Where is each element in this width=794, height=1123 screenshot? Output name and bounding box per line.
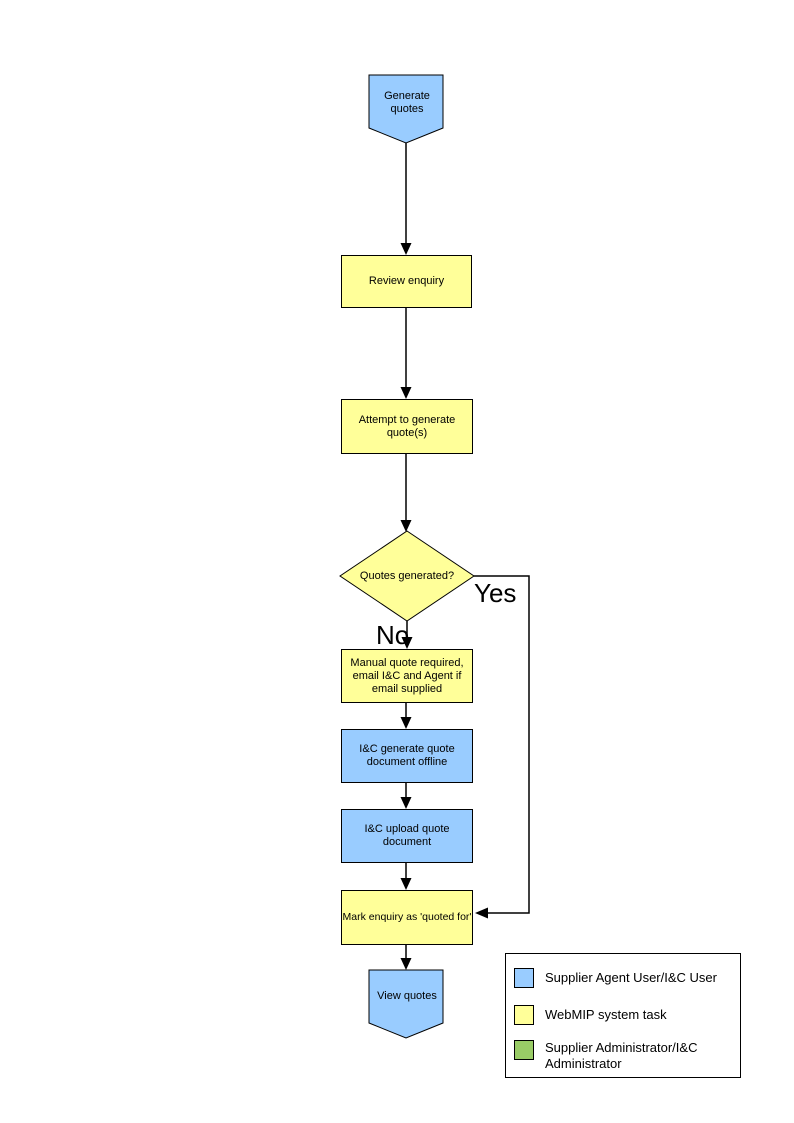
process-mark-quoted: Mark enquiry as 'quoted for'	[341, 890, 473, 945]
legend-label-supplier-agent: Supplier Agent User/I&C User	[545, 970, 717, 985]
arrowhead-icupload	[400, 797, 412, 809]
arrowhead-manual	[401, 637, 413, 649]
arrowhead-review	[400, 243, 412, 255]
decision-node-shape	[339, 530, 475, 622]
legend-row-webmip-task: WebMIP system task	[514, 1005, 732, 1025]
end-node-shape	[368, 969, 444, 1039]
process-attempt-generate: Attempt to generate quote(s)	[341, 399, 473, 454]
start-node-label: Generate quotes	[384, 90, 430, 115]
legend-row-supplier-admin: Supplier Administrator/I&C Administrator	[514, 1040, 732, 1072]
process-review-enquiry-label: Review enquiry	[368, 275, 445, 287]
legend-label-supplier-admin: Supplier Administrator/I&C Administrator	[545, 1040, 698, 1071]
process-ic-generate: I&C generate quote document offline	[341, 729, 473, 783]
arrowheads	[400, 243, 488, 970]
branch-label-no: No	[376, 620, 410, 650]
process-ic-upload: I&C upload quote document	[341, 809, 473, 863]
process-review-enquiry: Review enquiry	[341, 255, 472, 308]
process-attempt-generate-label: Attempt to generate quote(s)	[358, 413, 456, 439]
decision-node-label: Quotes generated?	[359, 569, 455, 582]
process-manual-quote: Manual quote required, email I&C and Age…	[341, 649, 473, 703]
legend: Supplier Agent User/I&C User WebMIP syst…	[505, 953, 741, 1078]
process-ic-upload-label: I&C upload quote document	[364, 823, 450, 848]
legend-swatch-blue	[514, 968, 534, 988]
legend-swatch-green	[514, 1040, 534, 1060]
arrowhead-decision	[400, 520, 412, 532]
arrowhead-end	[400, 958, 412, 970]
arrowhead-yes-into-mark	[475, 907, 488, 919]
legend-row-supplier-agent: Supplier Agent User/I&C User	[514, 968, 732, 988]
end-node-label: View quotes	[377, 990, 437, 1002]
process-mark-quoted-label: Mark enquiry as 'quoted for'	[342, 911, 472, 923]
connector-lines	[405, 143, 530, 958]
arrowhead-attempt	[400, 387, 412, 399]
process-ic-generate-label: I&C generate quote document offline	[359, 743, 455, 768]
arrowhead-mark	[400, 878, 412, 890]
legend-label-webmip-task: WebMIP system task	[545, 1007, 667, 1022]
connector-yes-branch	[474, 575, 530, 914]
legend-swatch-yellow	[514, 1005, 534, 1025]
arrowhead-icgenerate	[400, 717, 412, 729]
branch-label-yes: Yes	[474, 578, 517, 608]
process-manual-quote-label: Manual quote required, email I&C and Age…	[350, 656, 464, 695]
start-node-shape	[368, 74, 444, 144]
